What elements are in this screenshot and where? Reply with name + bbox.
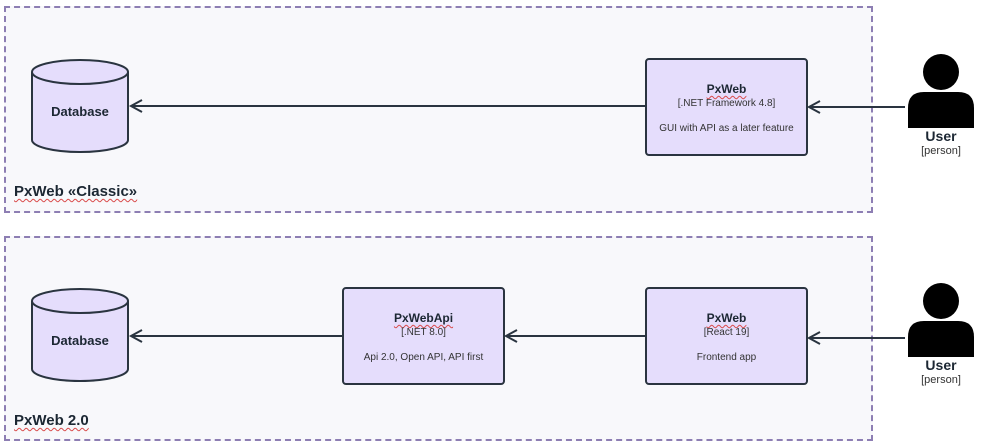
database-classic[interactable]: Database	[30, 58, 130, 158]
container-title: PxWeb	[706, 82, 747, 96]
boundary-label-2: PxWeb 2.0	[14, 412, 89, 429]
person-type: [person]	[921, 374, 961, 386]
database-label: Database	[51, 104, 109, 119]
container-pxwebapi[interactable]: PxWebApi [.NET 8.0] Api 2.0, Open API, A…	[342, 287, 505, 385]
database-icon	[31, 59, 129, 153]
container-pxweb-react[interactable]: PxWeb [React 19] Frontend app	[645, 287, 808, 385]
container-tech: [React 19]	[703, 327, 750, 338]
person-user-classic[interactable]: User [person]	[904, 52, 978, 157]
container-title: PxWebApi	[393, 311, 454, 325]
person-icon	[908, 54, 974, 128]
person-name: User	[925, 357, 957, 373]
person-icon	[908, 283, 974, 357]
container-pxweb-classic[interactable]: PxWeb [.NET Framework 4.8] GUI with API …	[645, 58, 808, 156]
boundary-label-classic: PxWeb «Classic»	[14, 183, 138, 200]
database-icon	[31, 288, 129, 382]
container-description: Api 2.0, Open API, API first	[363, 352, 484, 363]
person-user-2[interactable]: User [person]	[904, 281, 978, 386]
container-tech: [.NET Framework 4.8]	[677, 98, 776, 109]
database-2[interactable]: Database	[30, 287, 130, 387]
container-title: PxWeb	[706, 311, 747, 325]
container-description: Frontend app	[696, 352, 757, 363]
container-description: GUI with API as a later feature	[659, 123, 794, 134]
container-tech: [.NET 8.0]	[401, 327, 446, 338]
database-label: Database	[51, 333, 109, 348]
person-name: User	[925, 128, 957, 144]
person-type: [person]	[921, 145, 961, 157]
